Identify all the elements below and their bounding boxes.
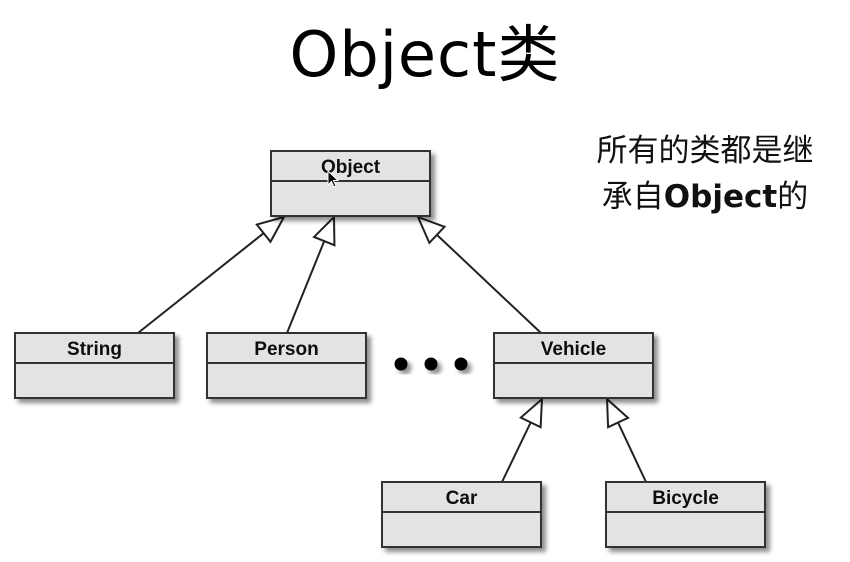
- class-box-frame: [605, 481, 766, 548]
- class-name: Vehicle: [541, 339, 607, 360]
- hollow-triangle-arrowhead-icon: [255, 215, 287, 244]
- hollow-triangle-arrowhead-icon: [312, 214, 336, 247]
- mouse-cursor-icon: [327, 170, 340, 188]
- class-box-frame: [381, 481, 542, 548]
- class-name: String: [67, 339, 122, 360]
- class-box-frame: [270, 150, 431, 217]
- class-box-car: Car: [381, 481, 542, 548]
- note-prefix: 承自: [601, 179, 664, 215]
- edge-line: [617, 422, 647, 483]
- inheritance-edge-vehicle: [416, 215, 542, 334]
- class-box-vehicle: Vehicle: [493, 332, 654, 399]
- class-name: Object: [321, 157, 381, 178]
- note-bold-object: Object: [663, 179, 778, 215]
- class-box-frame: [493, 332, 654, 399]
- note-line-1: 所有的类都是继: [596, 133, 814, 169]
- slide-title: Object类: [289, 18, 561, 91]
- class-name: Person: [254, 339, 318, 360]
- ellipsis-dot: [424, 357, 438, 371]
- class-name: Car: [446, 488, 478, 509]
- class-box-string: String: [14, 332, 175, 399]
- class-box-frame: [14, 332, 175, 399]
- hollow-triangle-arrowhead-icon: [416, 215, 447, 245]
- note-line-2: 承自Object的: [560, 174, 850, 220]
- class-box-object: Object: [270, 150, 431, 217]
- class-box-bicycle: Bicycle: [605, 481, 766, 548]
- slide-note: 所有的类都是继 承自Object的: [560, 128, 850, 220]
- hollow-triangle-arrowhead-icon: [519, 396, 544, 429]
- note-suffix: 的: [777, 179, 809, 215]
- inheritance-edge-person: [286, 214, 336, 334]
- ellipsis-dot: [454, 357, 468, 371]
- ellipsis-dot: [394, 357, 408, 371]
- edge-line: [436, 234, 542, 334]
- edge-line: [137, 232, 265, 334]
- inheritance-edge-bicycle: [605, 396, 647, 483]
- edge-line: [286, 240, 326, 334]
- inheritance-edge-string: [137, 215, 287, 334]
- class-name: Bicycle: [652, 488, 719, 509]
- inheritance-edge-car: [501, 396, 544, 483]
- class-box-frame: [206, 332, 367, 399]
- class-box-person: Person: [206, 332, 367, 399]
- hollow-triangle-arrowhead-icon: [605, 396, 630, 429]
- ellipsis-dots: [394, 357, 468, 371]
- edge-line: [501, 421, 532, 483]
